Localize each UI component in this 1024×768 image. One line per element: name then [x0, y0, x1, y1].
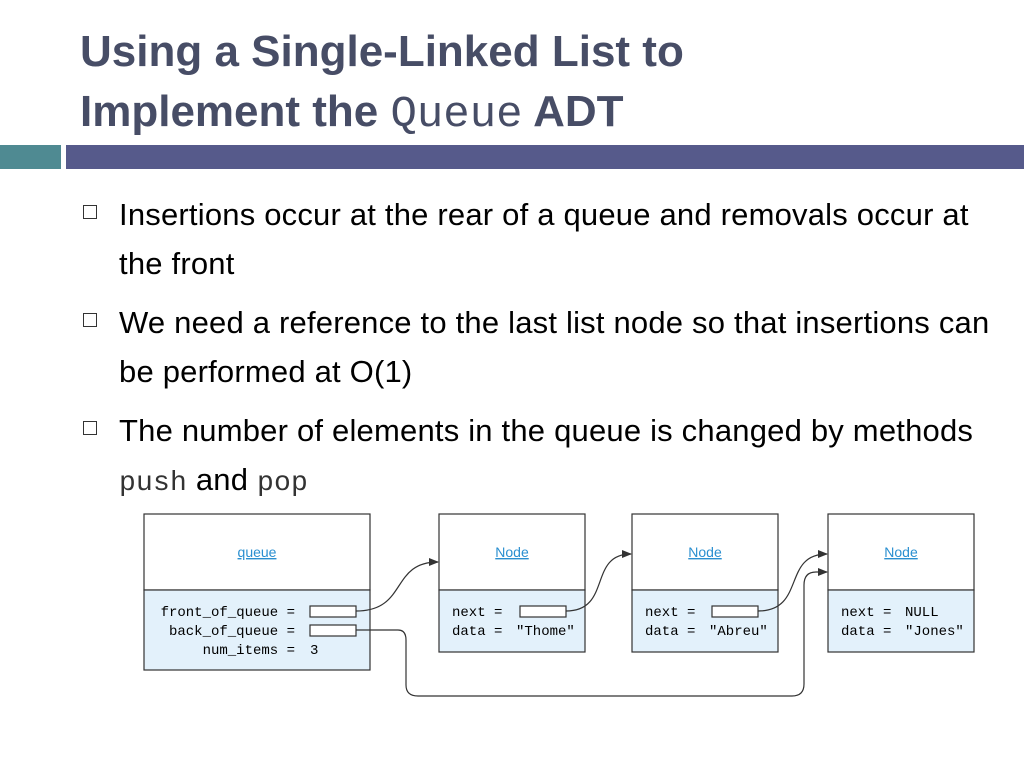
bullet-text-mid: and — [187, 462, 257, 497]
front-of-queue-label: front_of_queue = — [161, 605, 295, 621]
node-header: Node — [495, 544, 529, 560]
title-suffix: ADT — [522, 87, 624, 136]
node-data-value: "Jones" — [905, 624, 964, 640]
node-fields-area — [438, 589, 586, 653]
code-pop: pop — [256, 468, 308, 499]
node-fields-area — [631, 589, 779, 653]
node-next-pointer-cell — [711, 605, 759, 618]
title-code: Queue — [390, 90, 523, 140]
node-next-value: NULL — [905, 605, 939, 621]
node-box: Node next = data = "Thome" — [438, 513, 586, 653]
linked-list-diagram: queue front_of_queue = back_of_queue = n… — [143, 513, 975, 697]
node-header: Node — [884, 544, 918, 560]
queue-header: queue — [238, 544, 277, 560]
num-items-label: num_items = — [203, 643, 295, 659]
title-line-2: Implement the Queue ADT — [80, 82, 1000, 145]
back-pointer-arrow — [356, 568, 828, 697]
node2-next-arrow — [757, 550, 828, 612]
bullet-text: Insertions occur at the rear of a queue … — [119, 197, 969, 281]
code-push: push — [119, 468, 188, 499]
back-of-queue-label: back_of_queue = — [169, 624, 295, 640]
node-header-area — [827, 513, 975, 591]
front-pointer-arrow — [355, 558, 439, 612]
title-line-1: Using a Single-Linked List to — [80, 27, 684, 76]
node-data-label: data = — [452, 624, 502, 640]
node-fields-area — [827, 589, 975, 653]
num-items-value: 3 — [310, 643, 318, 659]
node-next-label: next = — [452, 605, 502, 621]
node-header: Node — [688, 544, 722, 560]
node-next-pointer-cell — [519, 605, 567, 618]
bullet-item: Insertions occur at the rear of a queue … — [80, 190, 1000, 288]
node-next-label: next = — [645, 605, 695, 621]
bullet-square-icon — [83, 205, 97, 219]
bullet-square-icon — [83, 313, 97, 327]
node-data-value: "Thome" — [516, 624, 575, 640]
node-next-label: next = — [841, 605, 891, 621]
queue-header-area — [143, 513, 371, 591]
node1-next-arrow — [565, 550, 632, 612]
accent-bar-blue — [66, 145, 1024, 169]
bullet-square-icon — [83, 421, 97, 435]
bullet-item: We need a reference to the last list nod… — [80, 298, 1000, 396]
accent-bar-teal — [0, 145, 61, 169]
bullet-text-prefix: The number of elements in the queue is c… — [119, 413, 974, 448]
title-prefix: Implement the — [80, 87, 391, 136]
node-data-label: data = — [841, 624, 891, 640]
back-pointer-cell — [309, 624, 357, 637]
front-pointer-cell — [309, 605, 357, 618]
node-box: Node next = data = "Abreu" — [631, 513, 779, 653]
node-box: Node next = NULL data = "Jones" — [827, 513, 975, 653]
node-data-value: "Abreu" — [709, 624, 768, 640]
node-header-area — [631, 513, 779, 591]
bullet-text: We need a reference to the last list nod… — [119, 305, 990, 389]
bullet-list: Insertions occur at the rear of a queue … — [80, 190, 1000, 518]
node-header-area — [438, 513, 586, 591]
slide-title: Using a Single-Linked List to Implement … — [80, 22, 1000, 145]
queue-box: queue front_of_queue = back_of_queue = n… — [143, 513, 371, 671]
bullet-text: The number of elements in the queue is c… — [119, 406, 1000, 508]
bullet-item: The number of elements in the queue is c… — [80, 406, 1000, 508]
node-data-label: data = — [645, 624, 695, 640]
